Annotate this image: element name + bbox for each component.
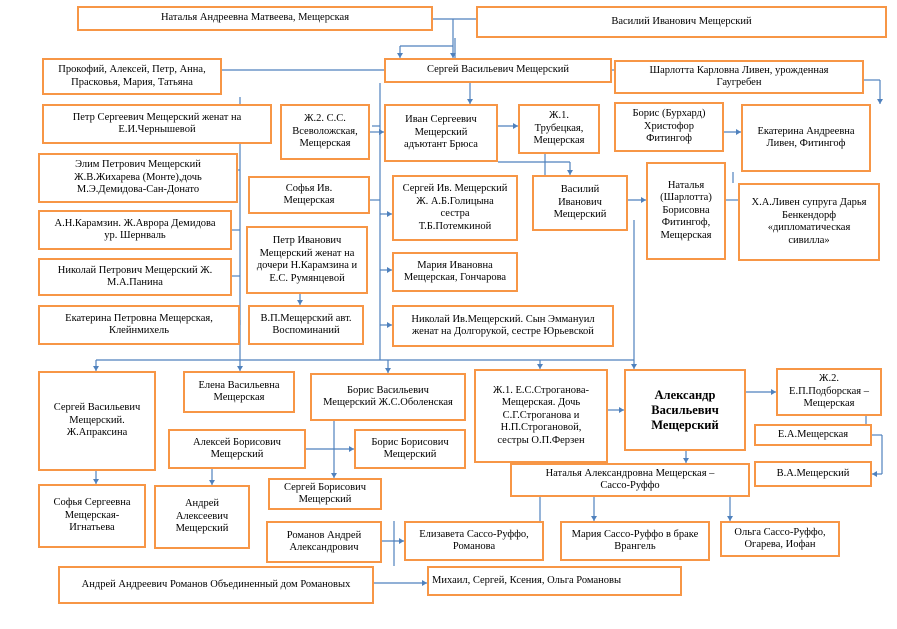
person-box-nikolay-iv: Николай Ив.Мещерский. Сын Эммануил женат… bbox=[392, 305, 614, 347]
arrowhead bbox=[567, 170, 573, 175]
arrowhead bbox=[331, 473, 337, 478]
person-box-vsevolozhskaya: Ж.2. С.С. Всеволожская, Мещерская bbox=[280, 104, 370, 160]
arrowhead bbox=[93, 366, 99, 371]
person-box-va: В.А.Мещерский bbox=[754, 461, 872, 487]
arrowhead bbox=[736, 129, 741, 135]
person-box-boris-b: Борис Борисович Мещерский bbox=[354, 429, 466, 469]
person-box-sergey-iv: Сергей Ив. Мещерский Ж. А.Б.Голицына сес… bbox=[392, 175, 518, 241]
arrowhead bbox=[387, 322, 392, 328]
person-box-podborskaya: Ж.2. Е.П.Подборская – Мещерская bbox=[776, 368, 882, 416]
arrowhead bbox=[771, 389, 776, 395]
arrowhead bbox=[727, 516, 733, 521]
arrowhead bbox=[683, 458, 689, 463]
arrowhead bbox=[422, 580, 427, 586]
person-box-prokofy: Прокофий, Алексей, Петр, Анна, Прасковья… bbox=[42, 58, 222, 95]
person-box-natalia: Наталья Андреевна Матвеева, Мещерская bbox=[77, 6, 433, 31]
person-box-boris-f: Борис (Бурхард) Христофор Фитингоф bbox=[614, 102, 724, 152]
person-box-romanov-a: Романов Андрей Александрович bbox=[266, 521, 382, 563]
arrowhead bbox=[537, 364, 543, 369]
person-box-andrey-a: Андрей Алексеевич Мещерский bbox=[154, 485, 250, 549]
arrowhead bbox=[297, 300, 303, 305]
arrowhead bbox=[631, 364, 637, 369]
arrowhead bbox=[513, 123, 518, 129]
arrowhead bbox=[641, 197, 646, 203]
arrowhead bbox=[399, 538, 404, 544]
person-box-boris-v: Борис Васильевич Мещерский Ж.С.Оболенска… bbox=[310, 373, 466, 421]
person-box-alexander: Александр Васильевич Мещерский bbox=[624, 369, 746, 451]
person-box-natalia-b: Наталья (Шарлотта) Борисовна Фитингоф, М… bbox=[646, 162, 726, 260]
person-box-vp: В.П.Мещерский авт. Воспоминаний bbox=[248, 305, 364, 345]
arrowhead bbox=[467, 99, 473, 104]
arrowhead bbox=[209, 480, 215, 485]
person-box-charlotte: Шарлотта Карловна Ливен, урожденная Гауг… bbox=[614, 60, 864, 94]
person-box-ea: Е.А.Мещерская bbox=[754, 424, 872, 446]
person-box-nikolay-p: Николай Петрович Мещерский Ж. М.А.Панина bbox=[38, 258, 232, 296]
person-box-maria-iv: Мария Ивановна Мещерская, Гончарова bbox=[392, 252, 518, 292]
person-box-petr-iv: Петр Иванович Мещерский женат на дочери … bbox=[246, 226, 368, 294]
arrowhead bbox=[93, 479, 99, 484]
person-box-sofia-s: Софья Сергеевна Мещерская- Игнатьева bbox=[38, 484, 146, 548]
person-box-ekaterina-p: Екатерина Петровна Мещерская, Клейнмихел… bbox=[38, 305, 240, 345]
arrowhead bbox=[877, 99, 883, 104]
person-box-vasily: Василий Иванович Мещерский bbox=[476, 6, 887, 38]
person-box-elim: Элим Петрович Мещерский Ж.В.Жихарева (Мо… bbox=[38, 153, 238, 203]
person-box-ivan-s: Иван Сергеевич Мещерский адъютант Брюса bbox=[384, 104, 498, 162]
person-box-andrey-r: Андрей Андреевич Романов Объединенный до… bbox=[58, 566, 374, 604]
person-box-sofia-iv: Софья Ив. Мещерская bbox=[248, 176, 370, 214]
arrowhead bbox=[385, 368, 391, 373]
person-box-trubetskaya: Ж.1. Трубецкая, Мещерская bbox=[518, 104, 600, 154]
arrowhead bbox=[237, 366, 243, 371]
person-box-stroganova: Ж.1. Е.С.Строганова- Мещерская. Дочь С.Г… bbox=[474, 369, 608, 463]
person-box-maria-s: Мария Сассо-Руффо в браке Врангель bbox=[560, 521, 710, 561]
person-box-petr-s: Петр Сергеевич Мещерский женат на Е.И.Че… bbox=[42, 104, 272, 144]
arrowhead bbox=[379, 129, 384, 135]
arrowhead bbox=[591, 516, 597, 521]
arrowhead bbox=[872, 471, 877, 477]
person-box-sergey: Сергей Васильевич Мещерский bbox=[384, 58, 612, 83]
person-box-karamzin: А.Н.Карамзин. Ж.Аврора Демидова ур. Шерн… bbox=[38, 210, 232, 250]
arrowhead bbox=[387, 211, 392, 217]
person-box-vasily-iv: Василий Иванович Мещерский bbox=[532, 175, 628, 231]
person-box-elena-v: Елена Васильевна Мещерская bbox=[183, 371, 295, 413]
person-box-lieven: Х.А.Ливен супруга Дарья Бенкендорф «дипл… bbox=[738, 183, 880, 261]
person-box-alexey-b: Алексей Борисович Мещерский bbox=[168, 429, 306, 469]
person-box-ekaterina-l: Екатерина Андреевна Ливен, Фитингоф bbox=[741, 104, 871, 172]
person-box-sergey-v: Сергей Васильевич Мещерский. Ж.Апраксина bbox=[38, 371, 156, 471]
arrowhead bbox=[619, 407, 624, 413]
person-box-natalia-a: Наталья Александровна Мещерская – Сассо-… bbox=[510, 463, 750, 497]
person-box-mikhail: Михаил, Сергей, Ксения, Ольга Романовы bbox=[427, 566, 682, 596]
arrowhead bbox=[349, 446, 354, 452]
person-box-olga: Ольга Сассо-Руффо, Огарева, Иофан bbox=[720, 521, 840, 557]
person-box-sergey-b: Сергей Борисович Мещерский bbox=[268, 478, 382, 510]
arrowhead bbox=[387, 267, 392, 273]
arrowhead bbox=[397, 53, 403, 58]
person-box-elizaveta: Елизавета Сассо-Руффо, Романова bbox=[404, 521, 544, 561]
